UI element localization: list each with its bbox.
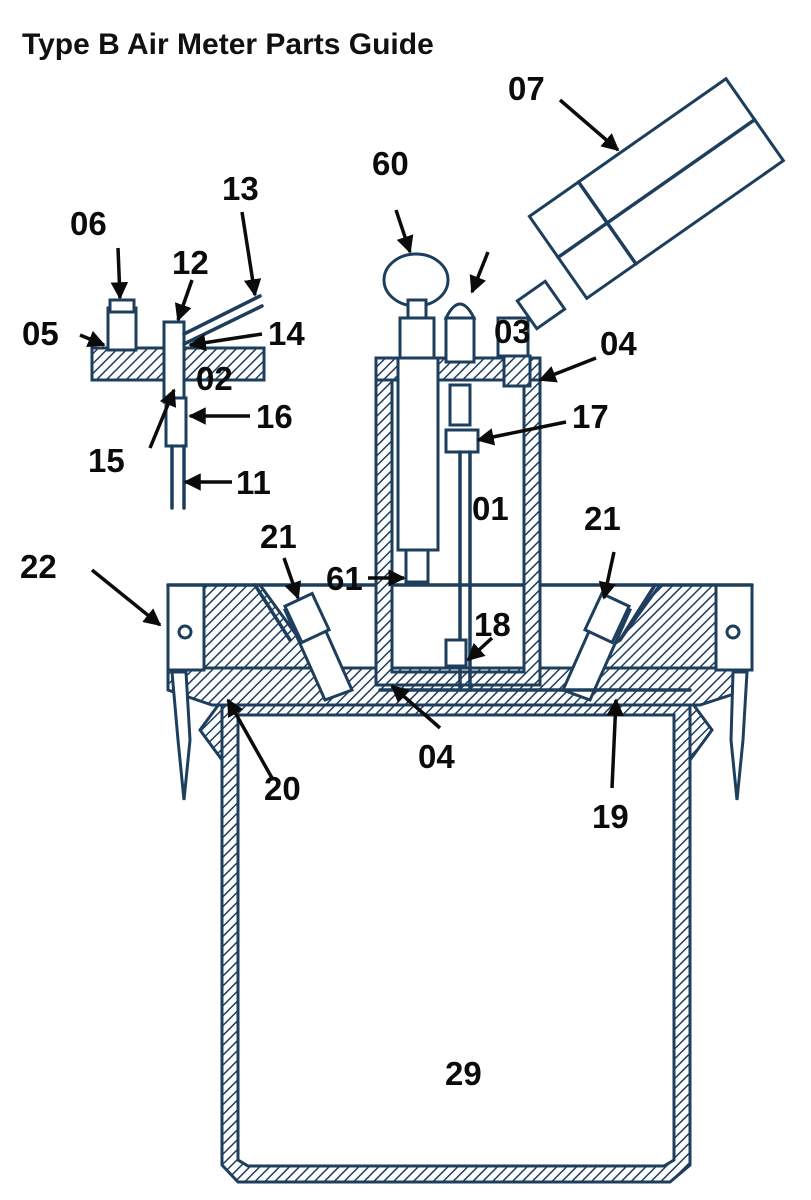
label-04-top: 04 [600,325,637,362]
label-14: 14 [268,315,305,352]
label-16: 16 [256,398,293,435]
page-title: Type B Air Meter Parts Guide [22,28,434,61]
pressure-gauge [496,76,786,388]
label-18: 18 [474,606,511,643]
label-15: 15 [88,442,125,479]
label-19: 19 [592,798,629,835]
label-06: 06 [70,205,107,242]
label-02: 02 [196,360,233,397]
part-labels: 06 13 12 05 14 02 16 15 11 07 60 03 04 1… [20,70,637,1092]
label-21-left: 21 [260,518,297,555]
label-01: 01 [472,490,509,527]
leader-lines [79,98,625,789]
valve-stem [443,302,480,692]
label-03: 03 [494,313,531,350]
label-13: 13 [222,170,259,207]
label-20: 20 [264,770,301,807]
label-12: 12 [172,244,209,281]
label-11: 11 [236,464,271,501]
label-22: 22 [20,548,57,585]
petcock-assembly [90,294,266,510]
clamp-left [253,583,355,702]
label-07: 07 [508,70,545,107]
label-61: 61 [326,560,363,597]
label-60: 60 [372,145,409,182]
label-05: 05 [22,315,59,352]
label-21-right: 21 [584,500,621,537]
label-29: 29 [445,1055,482,1092]
label-04-bottom: 04 [418,738,455,775]
label-17: 17 [572,398,609,435]
hand-pump [382,252,450,584]
